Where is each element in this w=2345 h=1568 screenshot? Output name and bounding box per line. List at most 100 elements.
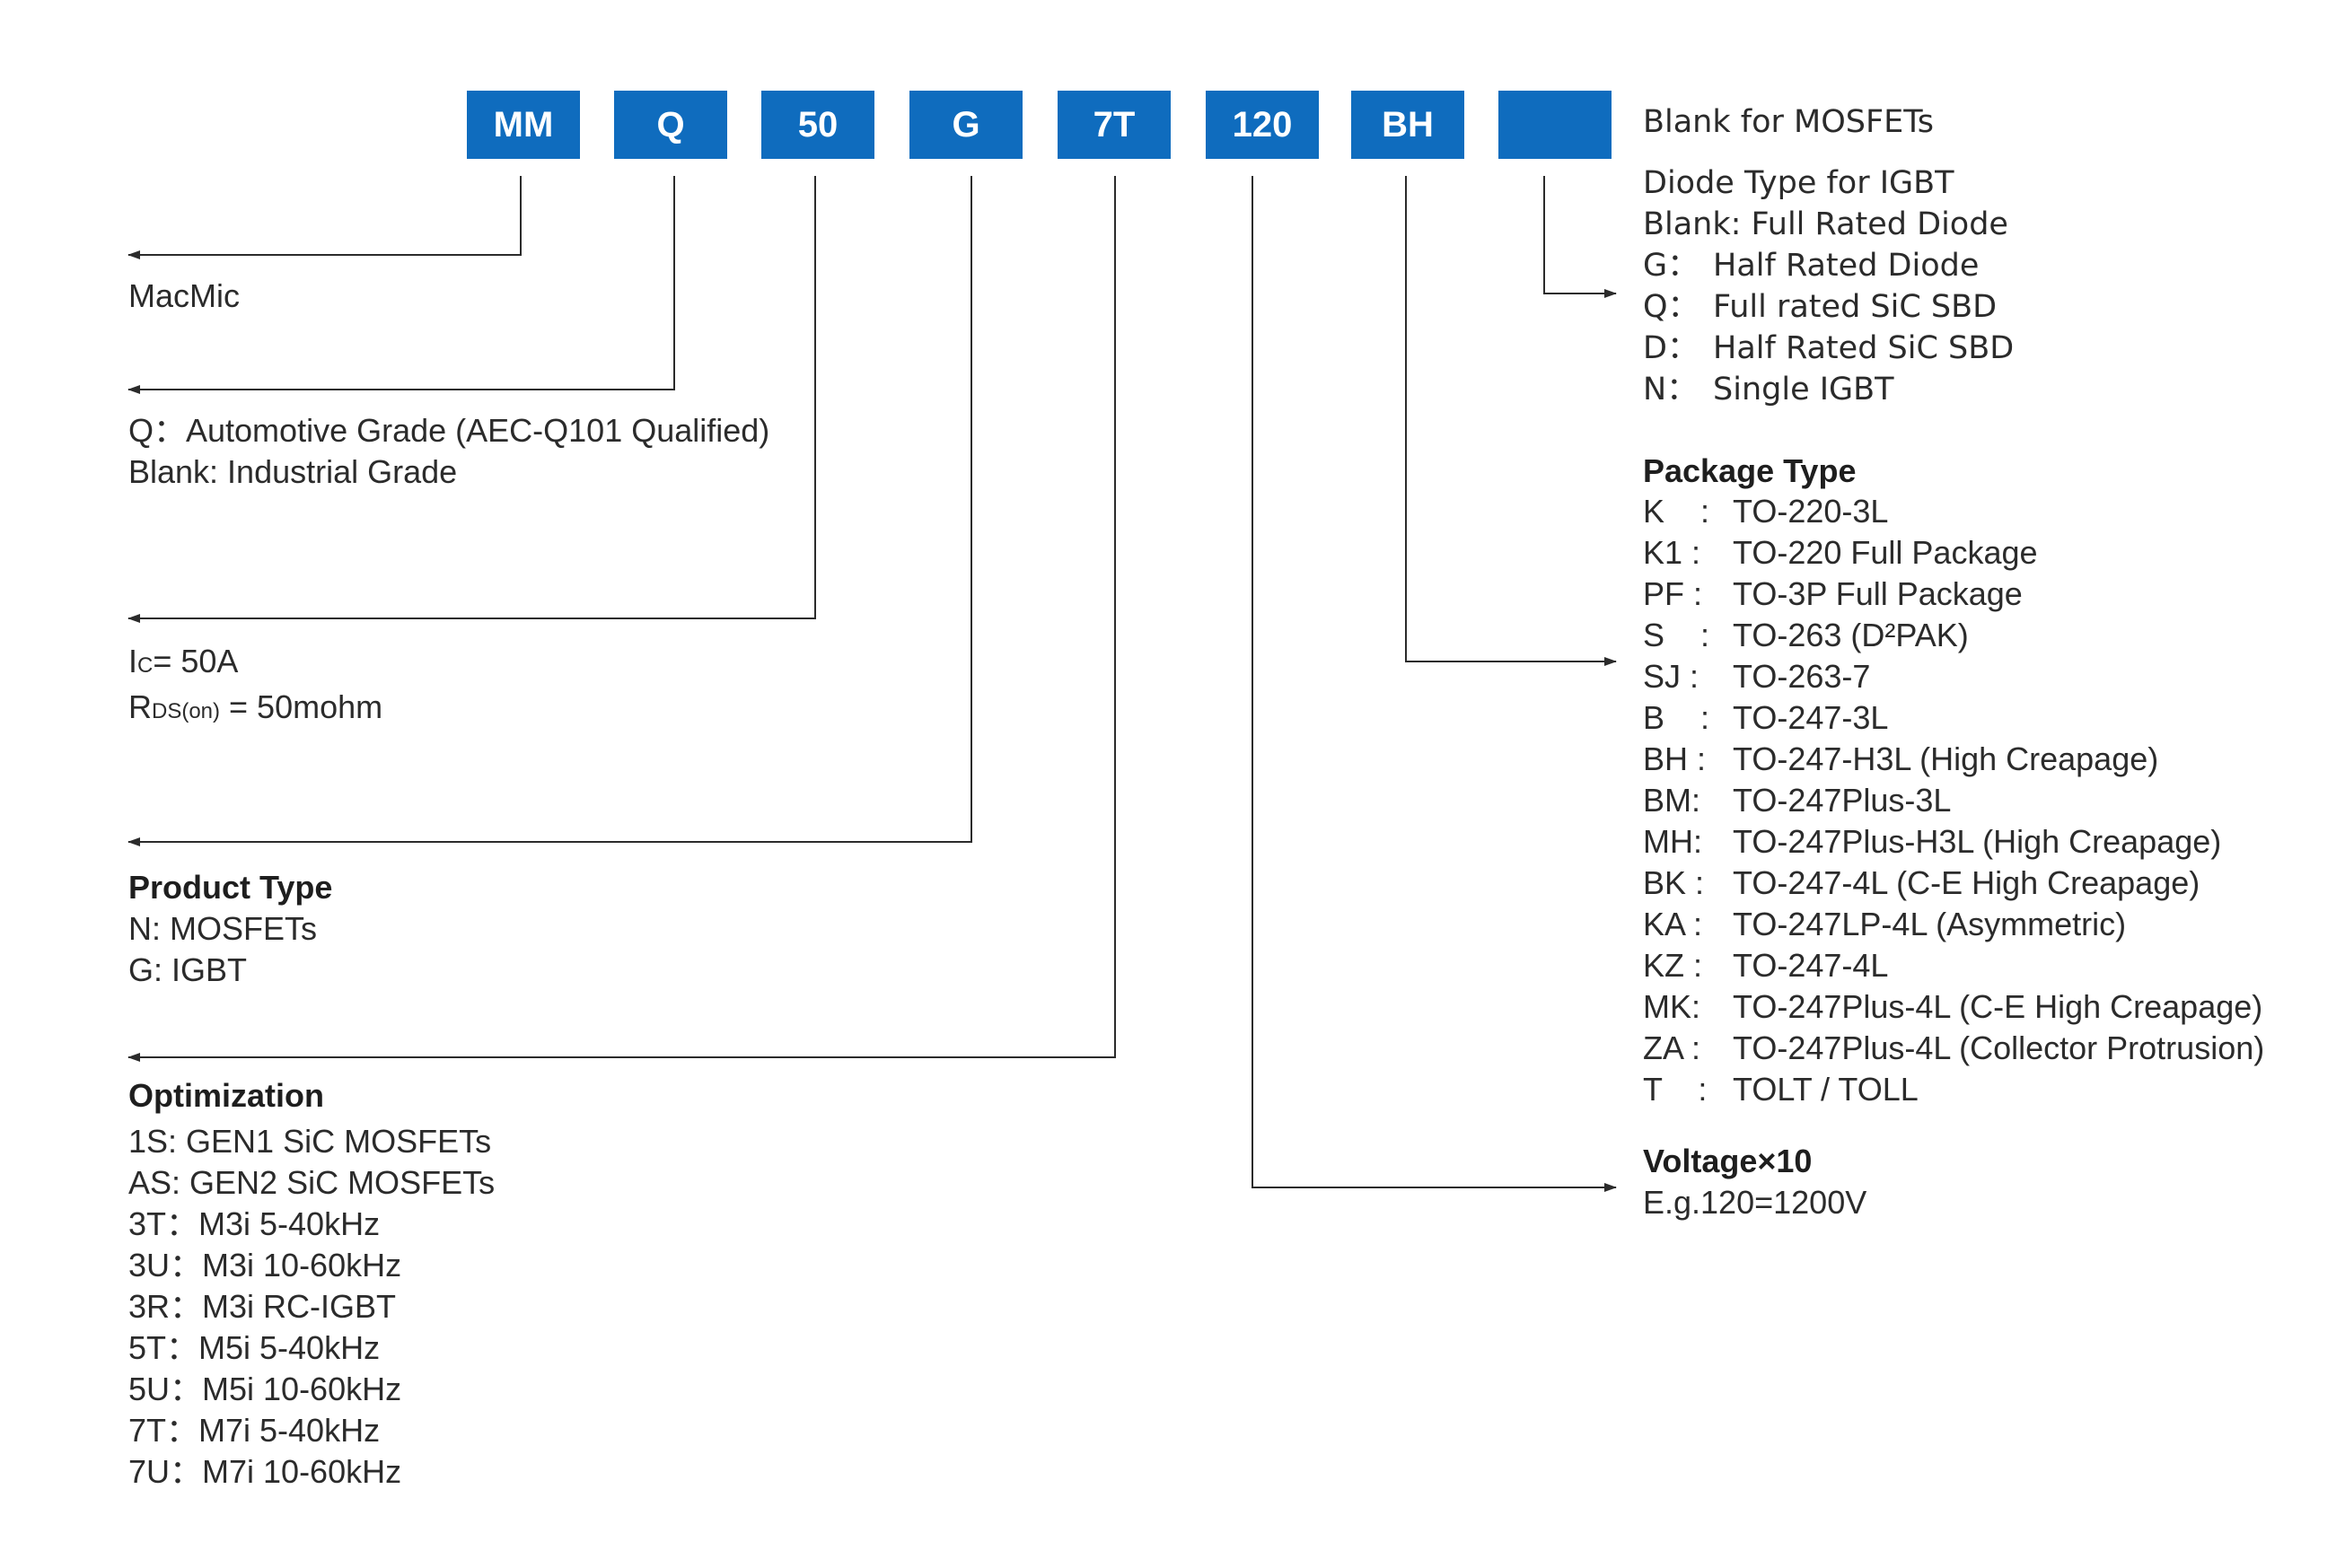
package-type-item: BM: TO-247Plus-3L bbox=[1643, 780, 1951, 821]
package-type-item: B : TO-247-3L bbox=[1643, 697, 1888, 739]
package-type-item: KZ : TO-247-4L bbox=[1643, 945, 1888, 986]
package-type-key: BM: bbox=[1643, 782, 1701, 819]
package-type-value: TO-247Plus-H3L (High Creapage) bbox=[1733, 823, 2222, 860]
diode-type-item: D： Half Rated SiC SBD bbox=[1643, 328, 2014, 369]
optimization-item: 3U：M3i 10-60kHz bbox=[128, 1247, 402, 1283]
package-type-value: TOLT / TOLL bbox=[1733, 1071, 1919, 1108]
package-type-item: PF : TO-3P Full Package bbox=[1643, 574, 2023, 615]
diode-type-value: Half Rated SiC SBD bbox=[1713, 330, 2015, 366]
package-type-value: TO-247-3L bbox=[1733, 699, 1889, 736]
grade-label-automotive: Q：Automotive Grade (AEC-Q101 Qualified) bbox=[128, 412, 770, 449]
package-type-value: TO-263 (D²PAK) bbox=[1733, 617, 1969, 653]
diode-type-key: D： bbox=[1643, 330, 1699, 366]
diode-type-item: N： Single IGBT bbox=[1643, 369, 1894, 410]
connector-120-voltage bbox=[1252, 176, 1617, 1192]
package-type-value: TO-247-4L bbox=[1733, 947, 1889, 984]
diode-type-value: Full rated SiC SBD bbox=[1713, 289, 1998, 325]
product-type-item: G: IGBT bbox=[128, 951, 248, 988]
package-type-key: PF : bbox=[1643, 575, 1703, 612]
package-type-value: TO-247Plus-4L (Collector Protrusion) bbox=[1733, 1029, 2265, 1066]
brand-label: MacMic bbox=[128, 277, 240, 314]
package-type-item: T : TOLT / TOLL bbox=[1643, 1069, 1919, 1110]
code-box-120: 120 bbox=[1206, 91, 1319, 159]
optimization-item: 5U：M5i 10-60kHz bbox=[128, 1371, 402, 1407]
package-type-item: BH : TO-247-H3L (High Creapage) bbox=[1643, 739, 2158, 780]
grade-label-industrial: Blank: Industrial Grade bbox=[128, 453, 458, 490]
rating-rds: RDS(on) = 50mohm bbox=[128, 688, 383, 725]
package-type-key: T : bbox=[1643, 1071, 1708, 1108]
optimization-item: 7U：M7i 10-60kHz bbox=[128, 1453, 402, 1490]
package-type-item: KA : TO-247LP-4L (Asymmetric) bbox=[1643, 904, 2126, 945]
package-type-value: TO-247LP-4L (Asymmetric) bbox=[1733, 906, 2127, 942]
voltage-example: E.g.120=1200V bbox=[1643, 1184, 1867, 1221]
connector-mm-brand bbox=[127, 176, 522, 259]
optimization-item: AS: GEN2 SiC MOSFETs bbox=[128, 1164, 496, 1201]
code-box-q: Q bbox=[614, 91, 727, 159]
diode-type-key: G： bbox=[1643, 248, 1699, 284]
package-type-value: TO-3P Full Package bbox=[1733, 575, 2023, 612]
optimization-item: 7T：M7i 5-40kHz bbox=[128, 1412, 381, 1449]
package-type-key: KZ : bbox=[1643, 947, 1703, 984]
package-type-item: K1 : TO-220 Full Package bbox=[1643, 532, 2038, 574]
diode-type-value: Single IGBT bbox=[1713, 372, 1894, 407]
connector-q-grade bbox=[127, 176, 675, 394]
connector-bh-package bbox=[1405, 176, 1617, 666]
optimization-title: Optimization bbox=[128, 1077, 324, 1114]
diode-type-item: Diode Type for IGBT bbox=[1643, 162, 1954, 204]
connector-blank-diode bbox=[1543, 176, 1617, 298]
package-type-key: K1 : bbox=[1643, 534, 1701, 571]
package-type-item: MH: TO-247Plus-H3L (High Creapage) bbox=[1643, 821, 2221, 863]
package-type-key: SJ : bbox=[1643, 658, 1699, 695]
diode-type-item: Blank: Full Rated Diode bbox=[1643, 204, 2008, 245]
product-type-item: N: MOSFETs bbox=[128, 910, 318, 947]
package-type-key: MK: bbox=[1643, 988, 1701, 1025]
rating-ic: IC= 50A bbox=[128, 643, 239, 679]
diode-type-item: Q： Full rated SiC SBD bbox=[1643, 286, 1997, 328]
diode-type-key: N： bbox=[1643, 372, 1699, 407]
diode-type-key: Q： bbox=[1643, 289, 1699, 325]
product-type-title: Product Type bbox=[128, 869, 333, 906]
diode-type-item: G：Half Rated Diode bbox=[1643, 245, 1979, 286]
optimization-item: 3T：M3i 5-40kHz bbox=[128, 1205, 381, 1242]
code-box-7t: 7T bbox=[1058, 91, 1171, 159]
code-box-50: 50 bbox=[761, 91, 874, 159]
connector-7t-optimization bbox=[127, 176, 1116, 1062]
code-box-mm: MM bbox=[467, 91, 580, 159]
blank-note: Blank for MOSFETs bbox=[1643, 104, 1935, 140]
package-type-key: S : bbox=[1643, 617, 1710, 653]
package-type-value: TO-247Plus-3L bbox=[1733, 782, 1952, 819]
package-type-key: BK : bbox=[1643, 864, 1705, 901]
package-type-item: MK: TO-247Plus-4L (C-E High Creapage) bbox=[1643, 986, 2262, 1028]
package-type-key: ZA : bbox=[1643, 1029, 1701, 1066]
optimization-item: 1S: GEN1 SiC MOSFETs bbox=[128, 1123, 492, 1160]
package-type-value: TO-247Plus-4L (C-E High Creapage) bbox=[1733, 988, 2263, 1025]
package-type-value: TO-220 Full Package bbox=[1733, 534, 2038, 571]
connector-g-product bbox=[127, 176, 972, 846]
code-box-blank bbox=[1498, 91, 1612, 159]
package-type-key: KA : bbox=[1643, 906, 1703, 942]
voltage-title: Voltage×10 bbox=[1643, 1143, 1813, 1179]
package-type-item: S : TO-263 (D²PAK) bbox=[1643, 615, 1969, 656]
package-type-value: TO-263-7 bbox=[1733, 658, 1871, 695]
package-type-item: ZA : TO-247Plus-4L (Collector Protrusion) bbox=[1643, 1028, 2264, 1069]
package-type-title: Package Type bbox=[1643, 452, 1857, 489]
optimization-item: 3R：M3i RC-IGBT bbox=[128, 1288, 397, 1325]
code-box-bh: BH bbox=[1351, 91, 1464, 159]
package-type-value: TO-247-4L (C-E High Creapage) bbox=[1733, 864, 2200, 901]
package-type-key: BH : bbox=[1643, 740, 1707, 777]
package-type-item: K : TO-220-3L bbox=[1643, 491, 1888, 532]
code-box-g: G bbox=[909, 91, 1023, 159]
package-type-value: TO-220-3L bbox=[1733, 493, 1889, 530]
connector-50-rating bbox=[127, 176, 816, 623]
package-type-value: TO-247-H3L (High Creapage) bbox=[1733, 740, 2159, 777]
package-type-key: MH: bbox=[1643, 823, 1702, 860]
optimization-item: 5T：M5i 5-40kHz bbox=[128, 1329, 381, 1366]
diode-type-value: Diode Type for IGBT bbox=[1643, 165, 1954, 201]
diode-type-value: Blank: Full Rated Diode bbox=[1643, 206, 2008, 242]
package-type-key: B : bbox=[1643, 699, 1710, 736]
package-type-item: SJ : TO-263-7 bbox=[1643, 656, 1870, 697]
package-type-key: K : bbox=[1643, 493, 1710, 530]
package-type-item: BK : TO-247-4L (C-E High Creapage) bbox=[1643, 863, 2200, 904]
